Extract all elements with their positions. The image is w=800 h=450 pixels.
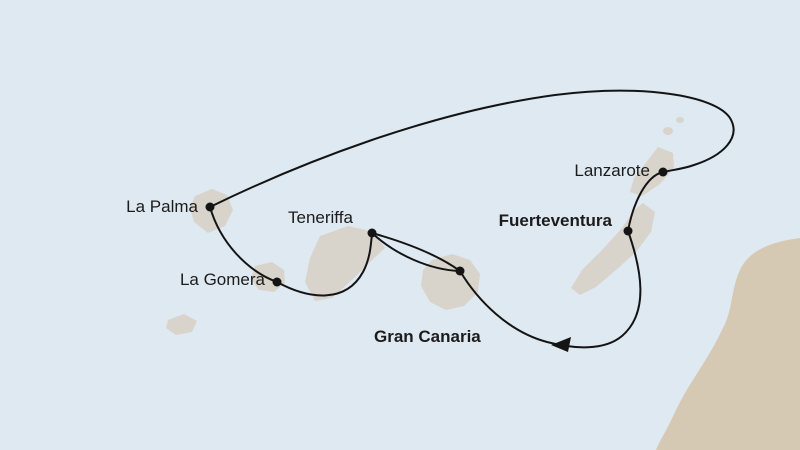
route-segment-teneriffa-grancanaria-lower	[371, 232, 461, 272]
port-label-teneriffa: Teneriffa	[288, 208, 353, 227]
port-label-la-gomera: La Gomera	[179, 270, 265, 289]
island-el-hierro	[166, 314, 197, 335]
island-tenerife	[305, 226, 385, 301]
island-fuerteventura	[571, 203, 655, 295]
port-label-gran-canaria: Gran Canaria	[374, 327, 481, 346]
mainland-africa-shape	[656, 238, 800, 450]
port-marker-lanzarote	[658, 167, 668, 177]
island-gran-canaria	[421, 254, 480, 310]
port-marker-fuerteventura	[623, 226, 633, 236]
port-label-lanzarote: Lanzarote	[574, 161, 650, 180]
islet-north-of-lanzarote	[663, 127, 673, 135]
port-marker-la-palma	[205, 202, 215, 212]
port-label-fuerteventura: Fuerteventura	[498, 211, 612, 230]
port-label-la-palma: La Palma	[126, 197, 198, 216]
islet-far-north-of-lanzarote	[676, 117, 684, 123]
island-lanzarote	[630, 147, 674, 196]
port-marker-la-gomera	[272, 277, 282, 287]
port-marker-gran-canaria	[455, 266, 465, 276]
route-segment-lagomera-teneriffa	[276, 232, 373, 297]
route-segment-teneriffa-grancanaria-upper	[371, 232, 461, 272]
route-segment-fuerteventura-grancanaria-loop	[459, 230, 642, 349]
port-marker-teneriffa	[367, 228, 377, 238]
route-direction-arrow	[551, 337, 571, 352]
route-segment-lapalma-lagomera	[209, 206, 278, 283]
